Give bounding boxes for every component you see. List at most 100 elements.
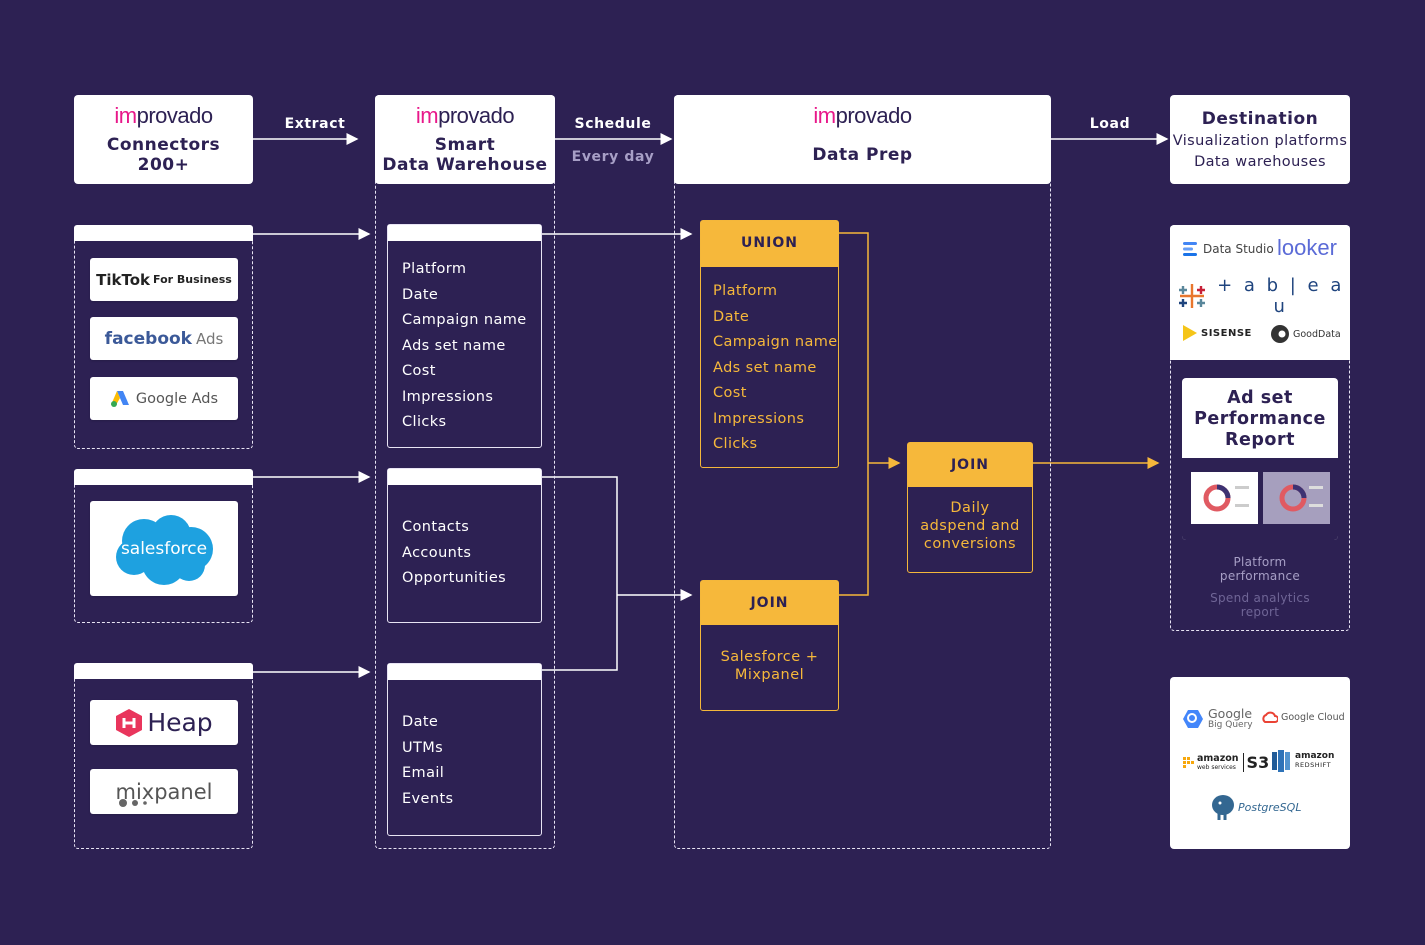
union-field: Cost <box>713 385 747 401</box>
destination-line2: Data warehouses <box>1194 154 1326 170</box>
table-field: Date <box>402 286 439 303</box>
aws-icon <box>1183 756 1194 768</box>
union-field: Impressions <box>713 410 805 427</box>
tableau-icon <box>1179 284 1205 308</box>
tableau-logo: + a b | e a u <box>1176 275 1350 317</box>
table-field: Platform <box>402 261 467 277</box>
union-field: Clicks <box>713 436 758 452</box>
table-field: Email <box>402 765 445 781</box>
warehouse-title-line2: Data Warehouse <box>382 155 548 175</box>
heap-icon <box>116 708 143 737</box>
report-title-line2: Performance <box>1194 409 1326 429</box>
report-card: Ad set Performance Report <box>1182 378 1338 540</box>
gooddata-icon <box>1271 325 1289 343</box>
table-field: UTMs <box>402 739 444 756</box>
connectors-title: Connectors <box>106 135 221 155</box>
report-thumbnails <box>1182 458 1338 540</box>
viz-platforms-card: Data Studio looker + a b | e a u SISENSE… <box>1170 225 1350 360</box>
google-cloud-logo: Google Cloud <box>1262 711 1345 723</box>
join-daily-box: JOIN Daily adspend and conversions <box>907 442 1033 573</box>
heap-logo: Heap <box>90 700 238 745</box>
union-title: UNION <box>701 221 838 267</box>
table-field: Impressions <box>402 388 494 405</box>
schedule-label: Schedule <box>574 116 652 132</box>
schedule-sub-label: Every day <box>571 149 655 165</box>
table-field: Accounts <box>402 544 472 561</box>
join-desc-line1: Daily <box>950 500 990 516</box>
looker-logo: looker <box>1277 235 1337 260</box>
improvado-logo: improvado <box>813 103 912 128</box>
report-title-line3: Report <box>1225 430 1295 450</box>
postgresql-icon <box>1212 795 1234 820</box>
report-thumbnail-dark <box>1263 472 1330 524</box>
table-field: Events <box>402 790 454 807</box>
warehouse-title-line1: Smart <box>434 135 496 155</box>
improvado-logo: improvado <box>114 103 213 128</box>
join-title: JOIN <box>908 443 1032 487</box>
google-ads-icon <box>110 390 129 407</box>
donut-chart-icon <box>1279 484 1323 512</box>
analytics-sources-group <box>74 663 253 849</box>
donut-chart-icon <box>1203 484 1249 512</box>
gooddata-logo: GoodData <box>1270 324 1341 344</box>
sisense-logo: SISENSE <box>1182 324 1252 342</box>
table-field: Ads set name <box>402 337 506 354</box>
table-field: Opportunities <box>402 570 507 586</box>
sisense-icon <box>1183 325 1197 341</box>
prep-header: improvado Data Prep <box>674 95 1051 184</box>
join-desc-line2: adspend and <box>920 518 1020 534</box>
connectors-header: improvado Connectors 200+ <box>74 95 253 184</box>
union-field: Ads set name <box>713 359 817 376</box>
salesforce-logo: salesforce <box>90 501 238 596</box>
destination-line1: Visualization platforms <box>1172 133 1348 149</box>
extract-label: Extract <box>284 116 346 132</box>
prep-title: Data Prep <box>812 145 913 165</box>
destination-title: Destination <box>1201 109 1319 129</box>
ads-table: Platform Date Campaign name Ads set name… <box>387 224 542 448</box>
union-field: Campaign name <box>713 334 838 350</box>
warehouse-header: improvado Smart Data Warehouse <box>375 95 555 184</box>
data-studio-logo: Data Studio <box>1182 240 1274 258</box>
join-desc-line2: Mixpanel <box>734 667 805 683</box>
connectors-count: 200+ <box>137 155 190 175</box>
union-field: Platform <box>713 283 778 299</box>
table-field: Cost <box>402 363 436 379</box>
join-desc-line1: Salesforce + <box>720 649 819 665</box>
table-field: Date <box>402 714 439 730</box>
join-title: JOIN <box>701 581 838 625</box>
crm-sources-group <box>74 469 253 623</box>
union-box: UNION Platform Date Campaign name Ads se… <box>700 220 839 468</box>
table-field: Contacts <box>402 519 470 535</box>
report-title-line1: Ad set <box>1227 388 1293 408</box>
mixpanel-dots-icon <box>119 799 147 807</box>
load-label: Load <box>1089 116 1131 132</box>
table-field: Campaign name <box>402 312 527 328</box>
analytics-table: Date UTMs Email Events <box>387 663 542 836</box>
crm-table: Contacts Accounts Opportunities <box>387 468 542 623</box>
data-studio-icon <box>1183 242 1197 256</box>
redshift-icon <box>1272 750 1290 772</box>
destination-header: Destination Visualization platforms Data… <box>1170 95 1350 184</box>
union-field: Date <box>713 308 750 325</box>
table-field: Clicks <box>402 414 447 430</box>
bigquery-icon <box>1183 709 1203 728</box>
postgresql-logo: PostgreSQL <box>1210 793 1301 821</box>
improvado-logo: improvado <box>415 103 515 128</box>
join-salesforce-box: JOIN Salesforce + Mixpanel <box>700 580 839 711</box>
salesforce-cloud-icon <box>116 515 213 585</box>
report-thumbnail-light <box>1191 472 1258 524</box>
mixpanel-logo: mixpanel <box>90 769 238 814</box>
google-ads-logo: Google Ads <box>90 377 238 420</box>
google-cloud-icon <box>1262 711 1278 723</box>
ads-sources-group <box>74 225 253 449</box>
join-desc-line3: conversions <box>923 536 1017 552</box>
